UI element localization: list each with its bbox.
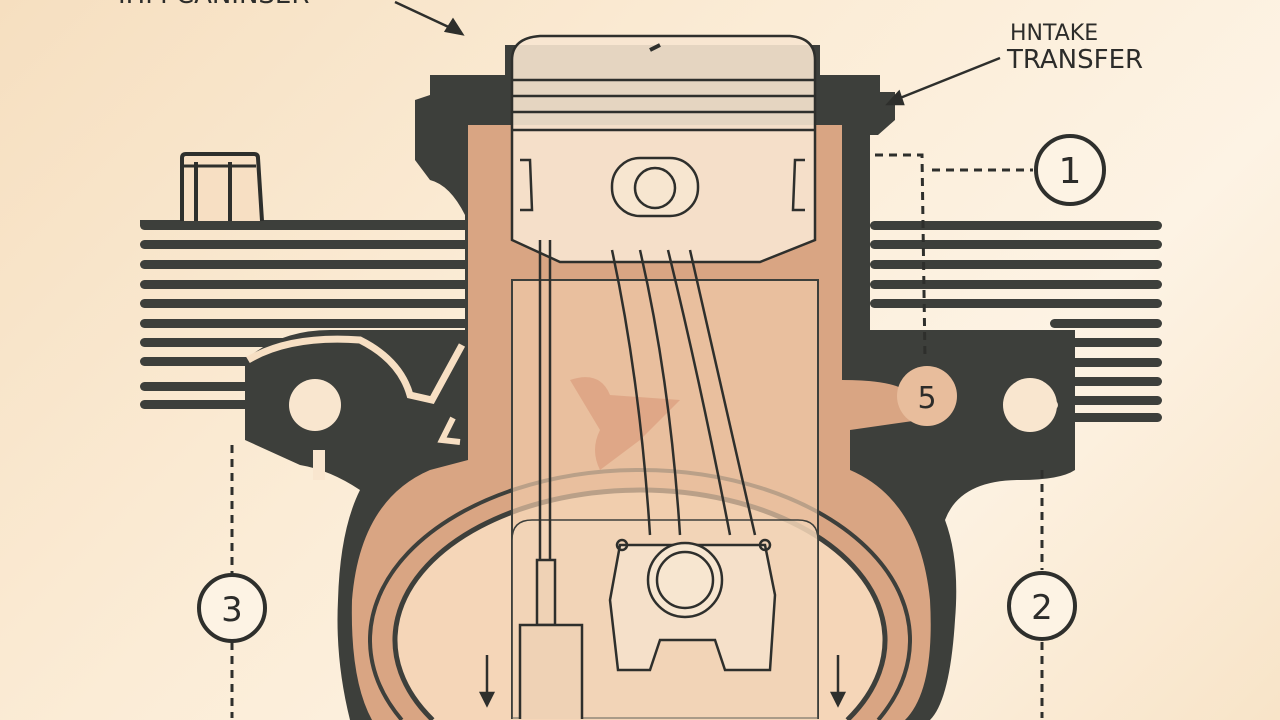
- label-transfer: TRANSFER: [1006, 45, 1143, 75]
- fuel-swirl: [570, 377, 680, 470]
- pushrod: [518, 240, 584, 719]
- label-top-left: IHM CANINSER: [118, 0, 309, 10]
- callout-2: 2: [1007, 571, 1077, 641]
- callout-1-label: 1: [1059, 151, 1082, 192]
- callout-3: 3: [197, 573, 267, 643]
- left-mount: [246, 335, 466, 480]
- piston: [510, 34, 817, 264]
- callout-2-label: 2: [1031, 588, 1053, 628]
- right-cooling-fins: [870, 221, 1162, 422]
- callout-3-label: 3: [221, 590, 243, 630]
- connecting-rod: [608, 249, 777, 672]
- callout-5: 5: [897, 366, 957, 426]
- callout-5-label: 5: [917, 381, 936, 416]
- dashed-leaders: [230, 153, 1044, 718]
- right-mount: [1003, 378, 1058, 432]
- filler-cap: [180, 152, 264, 222]
- label-intake: HNTAKE: [1010, 21, 1098, 46]
- callout-1: 1: [1034, 134, 1106, 206]
- leader-arrows: [394, 0, 1001, 708]
